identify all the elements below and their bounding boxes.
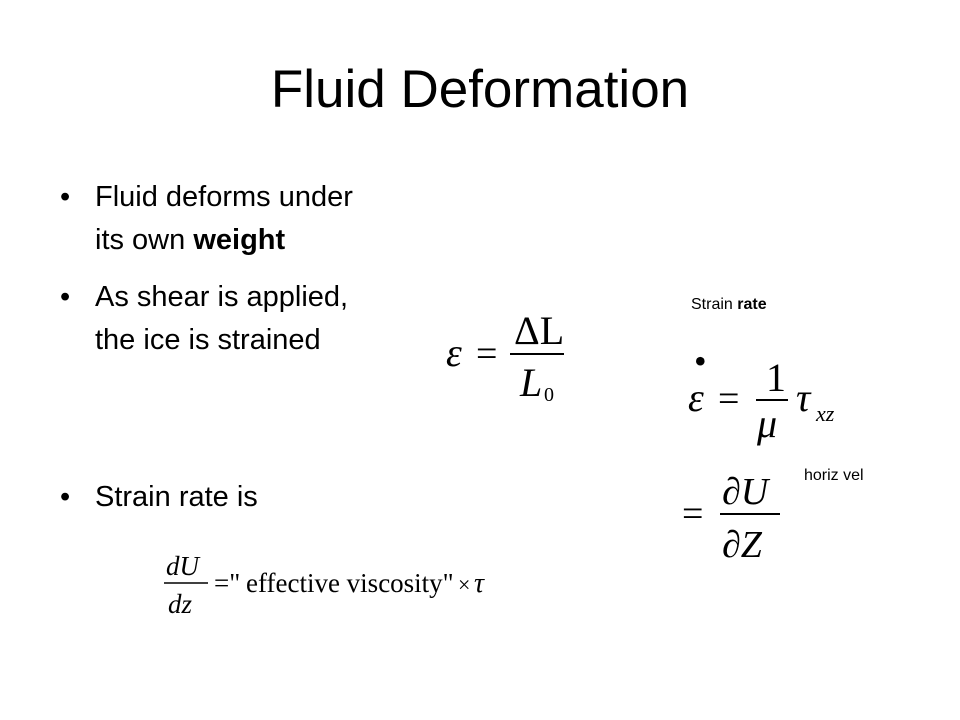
- equation-effective-viscosity: dU dz =" effective viscosity" × τ: [160, 545, 500, 630]
- eq-rate-equals: =: [718, 378, 739, 420]
- eq-visc-denominator: dz: [168, 589, 193, 619]
- eq-rate-tau: τ: [796, 375, 812, 420]
- eq-rate-epsilon: ε: [688, 375, 704, 420]
- eq-strain-denominator-sub: 0: [544, 384, 554, 406]
- equation-strain-rate: • ε = 1 μ τ xz: [680, 335, 850, 455]
- bullet-text-line1: As shear is applied,: [95, 281, 349, 313]
- eq-visc-text: effective viscosity": [246, 568, 454, 598]
- bullet-text-line2: the ice is strained: [95, 324, 321, 356]
- slide-title: Fluid Deformation: [270, 60, 690, 119]
- equation-strain: ε = ΔL L 0: [440, 300, 580, 415]
- bullet-text-plain: its own: [95, 224, 194, 256]
- horiz-vel-label: horiz vel: [804, 467, 864, 484]
- eq-rate-tau-sub: xz: [815, 401, 835, 426]
- eq-partial-numerator: ∂U: [722, 471, 771, 513]
- bullet-text-line1: Fluid deforms under: [95, 181, 353, 213]
- eq-partial-equals: =: [682, 493, 703, 535]
- eq-visc-times: ×: [458, 572, 470, 597]
- strain-rate-label-plain: Strain: [691, 296, 738, 313]
- equation-strain-svg: ε = ΔL L 0: [446, 308, 564, 406]
- bullet-text-line1: Strain rate is: [95, 481, 258, 513]
- bullet-marker: •: [60, 181, 71, 213]
- eq-partial-denominator: ∂Z: [722, 524, 763, 566]
- bullet-text-bold-weight: weight: [193, 224, 286, 256]
- eq-visc-numerator: dU: [166, 551, 201, 581]
- strain-rate-label-bold: rate: [737, 296, 767, 313]
- eq-visc-equals: =": [214, 568, 240, 598]
- equation-strain-rate-svg: • ε = 1 μ τ xz: [688, 341, 835, 446]
- equation-partial-derivative: = ∂U ∂Z: [680, 460, 790, 575]
- eq-strain-denominator-var: L: [519, 360, 542, 405]
- eq-strain-epsilon: ε: [446, 330, 462, 375]
- bullet-text-line2: its own weight: [95, 221, 285, 259]
- bullet-marker: •: [60, 481, 71, 513]
- eq-strain-numerator: ΔL: [514, 308, 564, 353]
- strain-rate-label: Strain rate: [691, 295, 767, 315]
- eq-rate-numerator: 1: [766, 355, 786, 400]
- eq-strain-equals: =: [476, 333, 497, 375]
- eq-visc-tau: τ: [474, 568, 485, 599]
- equation-partial-svg: = ∂U ∂Z: [682, 471, 780, 566]
- eq-rate-dot: •: [694, 341, 707, 381]
- eq-rate-denominator: μ: [756, 401, 777, 446]
- bullet-marker: •: [60, 281, 71, 313]
- equation-viscosity-svg: dU dz =" effective viscosity" × τ: [164, 551, 485, 619]
